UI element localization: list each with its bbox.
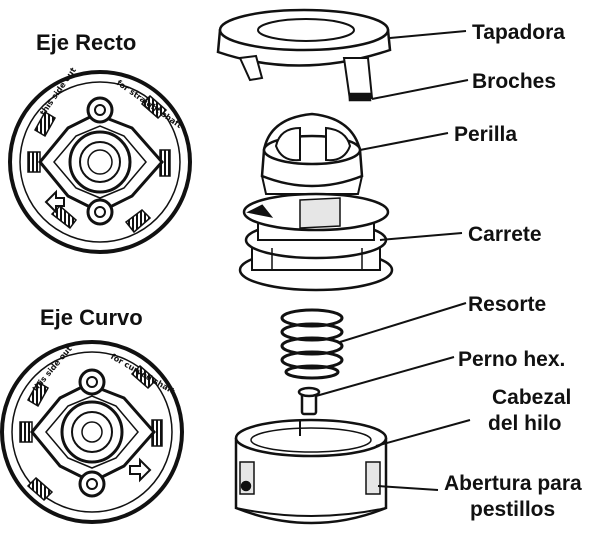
part-label-perilla: Perilla xyxy=(454,123,517,146)
straight-shaft-disc xyxy=(8,70,192,254)
part-label-resorte: Resorte xyxy=(468,293,546,316)
part-label-tapadora: Tapadora xyxy=(472,21,565,44)
resorte-leader xyxy=(339,302,467,343)
part-label-perno: Perno hex. xyxy=(458,348,565,371)
curved-shaft-title: Eje Curvo xyxy=(40,305,143,330)
trimmer-head-part xyxy=(234,418,388,525)
part-label-cabezal-line-2: del hilo xyxy=(488,412,562,435)
hex-bolt-part xyxy=(297,386,321,416)
abertura-leader xyxy=(377,485,439,491)
spring-part xyxy=(280,308,344,380)
curved-shaft-disc xyxy=(0,340,184,524)
part-label-cabezal-line-1: Cabezal xyxy=(492,386,571,409)
spool-part xyxy=(238,192,394,292)
part-label-carrete: Carrete xyxy=(468,223,542,246)
knob-part xyxy=(260,112,364,195)
cover-part xyxy=(216,8,392,102)
perno-leader xyxy=(315,356,455,397)
part-label-broches: Broches xyxy=(472,70,556,93)
part-label-abertura-line-1: Abertura para xyxy=(444,472,582,495)
broches-leader xyxy=(371,79,469,100)
tapadora-leader xyxy=(389,30,467,39)
straight-shaft-title: Eje Recto xyxy=(36,30,136,55)
perilla-leader xyxy=(359,132,449,151)
cabezal-leader xyxy=(375,419,471,447)
leader-lines xyxy=(315,30,471,491)
part-label-abertura-line-2: pestillos xyxy=(470,498,555,521)
carrete-leader xyxy=(379,232,463,241)
